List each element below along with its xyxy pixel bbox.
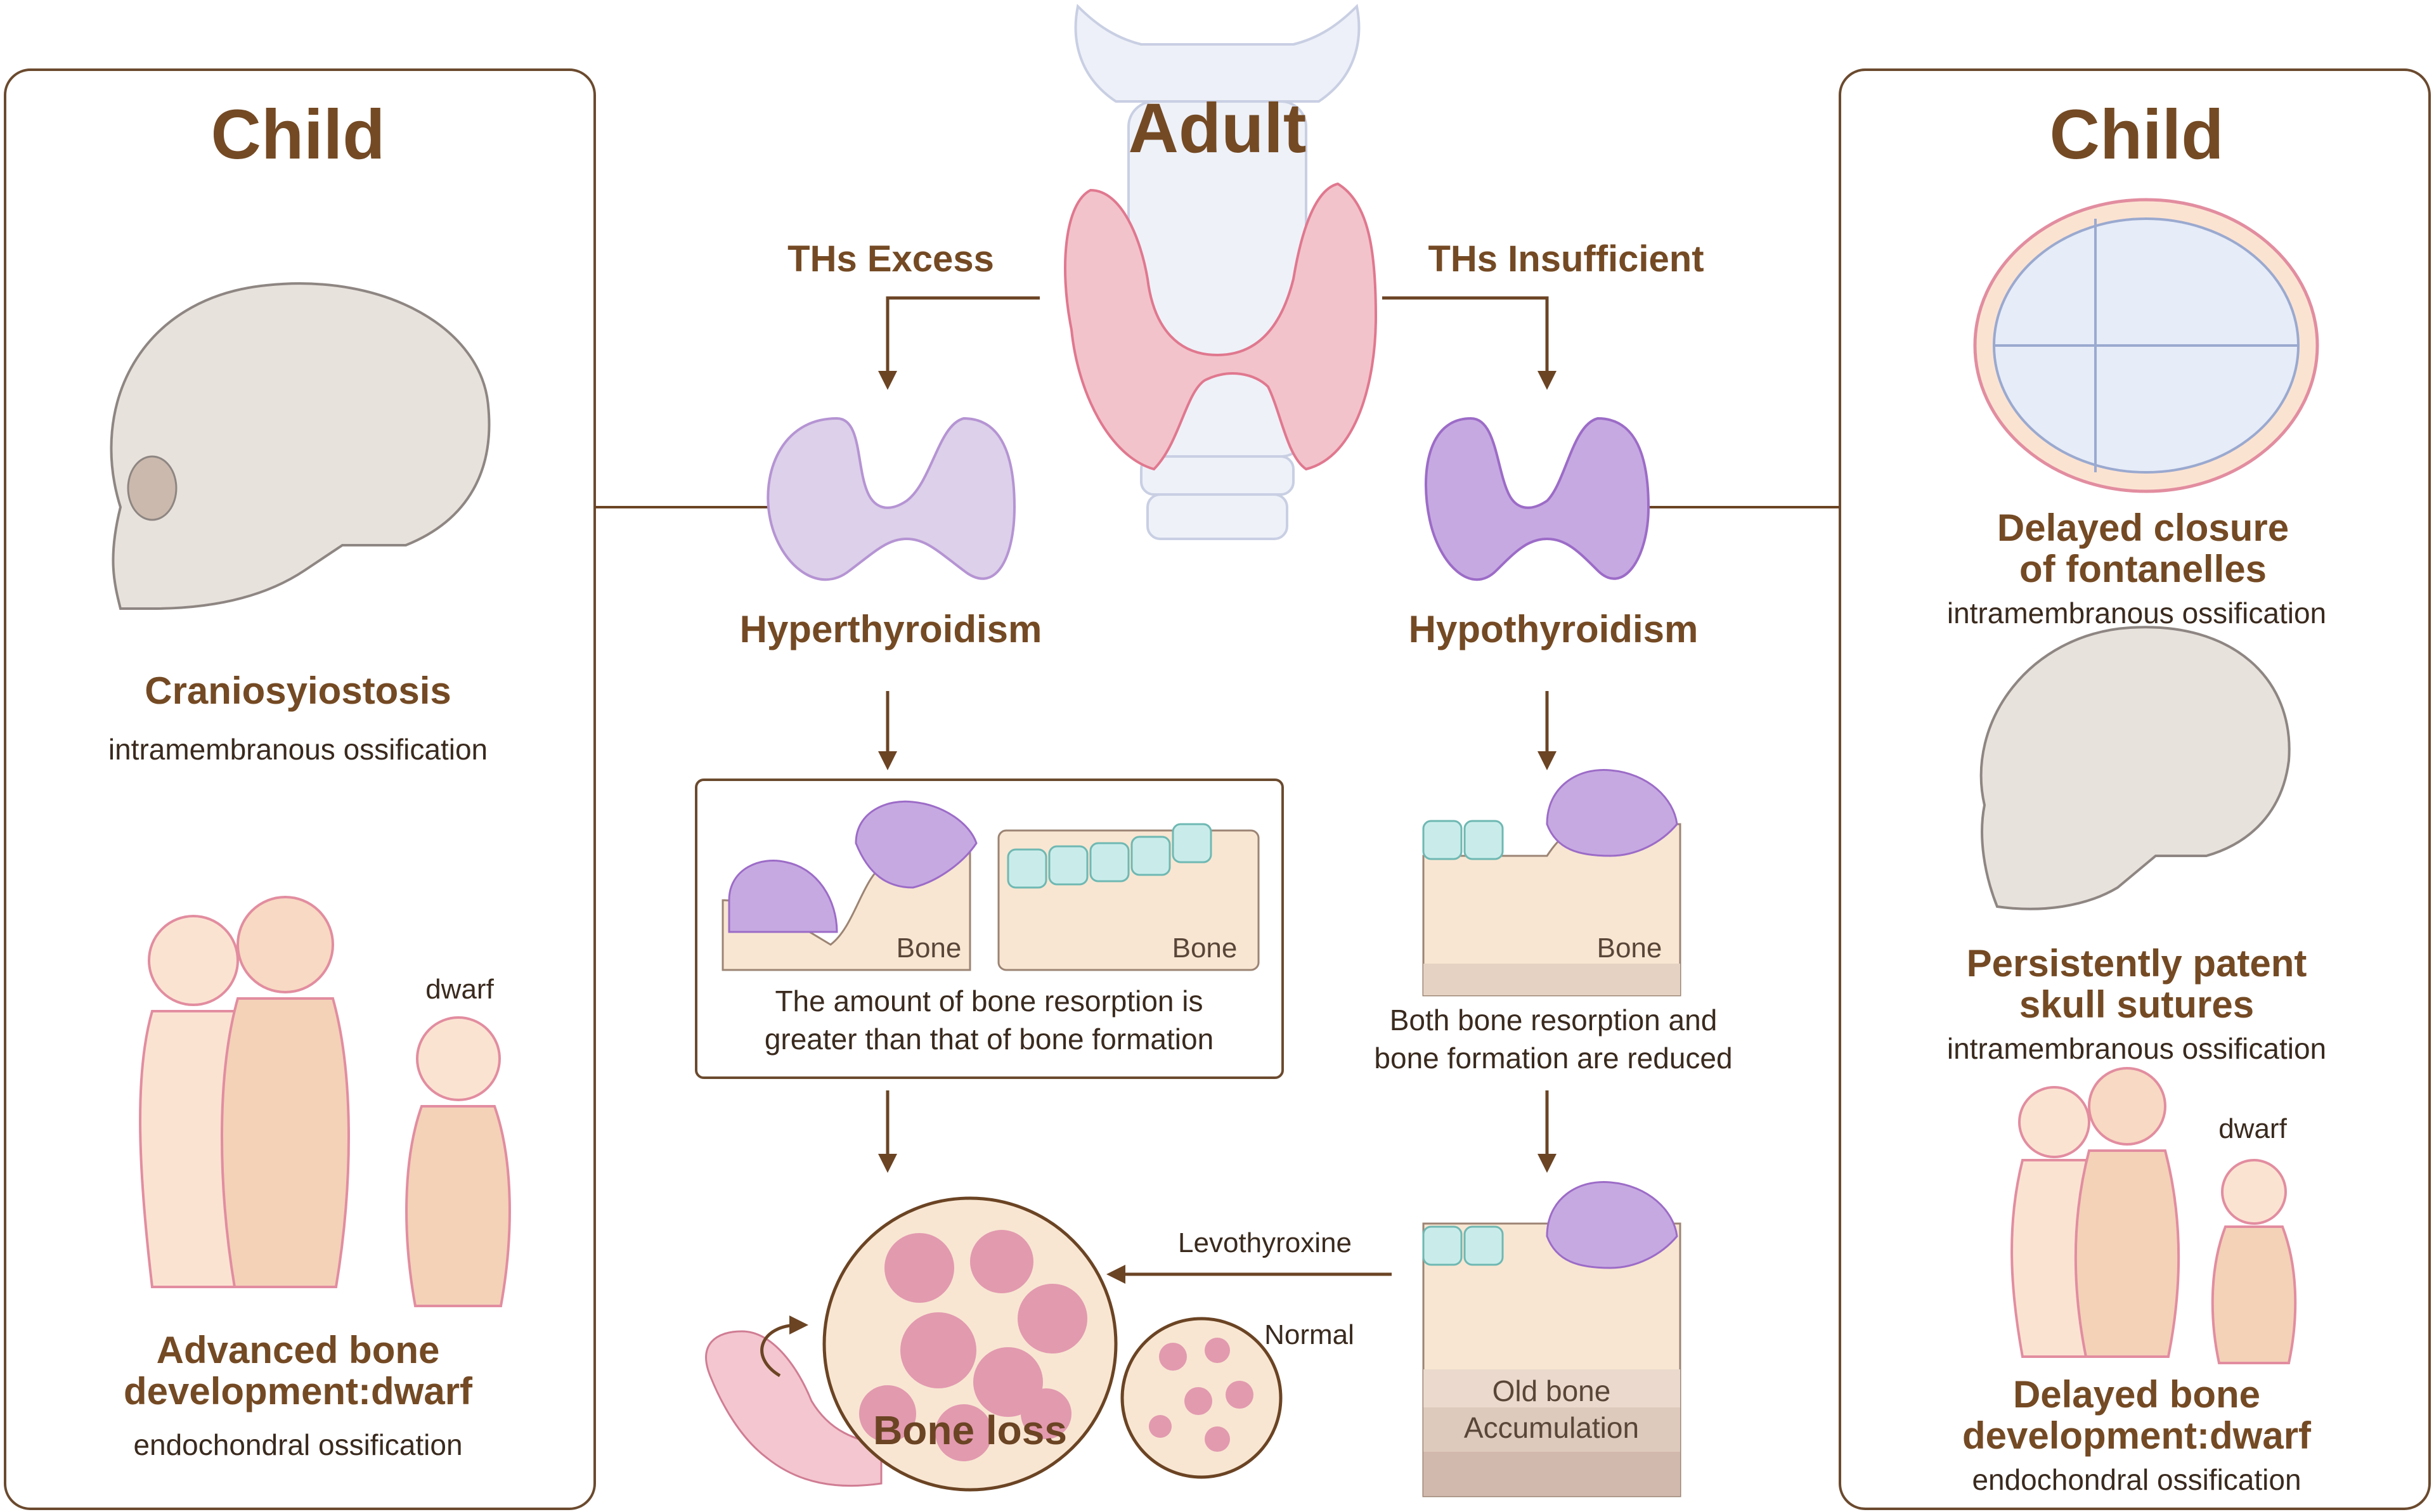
- normal-bone-trabeculae: [1149, 1338, 1253, 1452]
- hyperthyroidism-label: Hyperthyroidism: [740, 608, 1042, 650]
- osteoclast-hyper-1: [728, 860, 838, 933]
- hyper-caption-line1: The amount of bone resorption is: [775, 985, 1203, 1018]
- hypo-caption-line2: bone formation are reduced: [1374, 1042, 1732, 1075]
- old-bone-band-2: [1423, 1407, 1680, 1452]
- right-panel-title: Child: [2050, 96, 2224, 174]
- osteoclast-hyper-2: [855, 800, 978, 889]
- osteoblast-row-hypo-2: [1422, 1225, 1504, 1266]
- femur-head-illustration: [705, 1330, 883, 1487]
- ths-excess-label: THs Excess: [787, 238, 994, 280]
- old-bone-line2: Accumulation: [1464, 1411, 1639, 1444]
- right-sutures-title-line1: Persistently patent: [1967, 942, 2307, 985]
- ths-insufficient-label: THs Insufficient: [1428, 238, 1704, 280]
- left-skull-sub: intramembranous ossification: [108, 733, 488, 766]
- left-dev-sub: endochondral ossification: [133, 1428, 462, 1461]
- right-dwarf-label: dwarf: [2218, 1113, 2287, 1144]
- adult-title: Adult: [1128, 89, 1306, 167]
- right-dev-sub: endochondral ossification: [1972, 1463, 2301, 1496]
- bone-loss-label: Bone loss: [873, 1407, 1067, 1453]
- right-fontanelle-title-line2: of fontanelles: [2019, 548, 2267, 590]
- old-bone-band-3: [1423, 1452, 1680, 1496]
- hyper-bone1-label: Bone: [897, 933, 962, 964]
- right-dev-title-line2: development:dwarf: [1962, 1414, 2312, 1457]
- left-skull-title: Craniosyiostosis: [145, 669, 451, 712]
- arrow-excess: [878, 296, 1040, 390]
- hyper-caption-line2: greater than that of bone formation: [765, 1023, 1214, 1056]
- left-dev-title-line2: development:dwarf: [124, 1370, 473, 1412]
- femur-to-circle-arrow: [760, 1315, 808, 1378]
- child-skull-left-illustration: [110, 282, 491, 610]
- hyperthyroid-gland: [767, 417, 1016, 581]
- left-dev-title-line1: Advanced bone: [157, 1329, 440, 1371]
- fontanelle-skull-top-illustration: [1973, 198, 2319, 493]
- normal-label: Normal: [1264, 1319, 1354, 1350]
- hypothyroidism-label: Hypothyroidism: [1409, 608, 1699, 650]
- hypo-bone-bottom-band-1: [1423, 964, 1680, 995]
- family-figures-left: [139, 896, 511, 1307]
- right-dev-title-line1: Delayed bone: [2013, 1373, 2260, 1416]
- right-fontanelle-title-line1: Delayed closure: [1997, 507, 2289, 549]
- right-sutures-title-line2: skull sutures: [2019, 983, 2254, 1026]
- old-bone-band-1: [1423, 1369, 1680, 1407]
- hypo-caption-line1: Both bone resorption and: [1390, 1004, 1718, 1037]
- hyper-bone2-label: Bone: [1172, 933, 1238, 964]
- hypothyroid-gland: [1424, 417, 1650, 581]
- levothyroxine-label: Levothyroxine: [1178, 1227, 1352, 1258]
- right-sutures-sub: intramembranous ossification: [1947, 1032, 2326, 1065]
- osteoclast-hypo-1: [1546, 768, 1678, 857]
- hypo-bone-label: Bone: [1597, 933, 1662, 964]
- child-skull-right-illustration: [1979, 626, 2291, 910]
- right-fontanelle-sub: intramembranous ossification: [1947, 597, 2326, 630]
- old-bone-line1: Old bone: [1492, 1374, 1611, 1407]
- family-figures-right: [2010, 1067, 2297, 1364]
- left-dwarf-label: dwarf: [425, 974, 494, 1005]
- arrow-insufficient: [1382, 296, 1557, 390]
- adult-thyroid-larynx-illustration: [1064, 3, 1378, 540]
- osteoblast-row-hyper: [1007, 823, 1212, 889]
- left-panel-title: Child: [211, 96, 385, 174]
- bone-loss-trabeculae: [859, 1230, 1087, 1461]
- osteoblast-row-hypo-1: [1422, 820, 1504, 860]
- osteoclast-hypo-2: [1546, 1180, 1678, 1269]
